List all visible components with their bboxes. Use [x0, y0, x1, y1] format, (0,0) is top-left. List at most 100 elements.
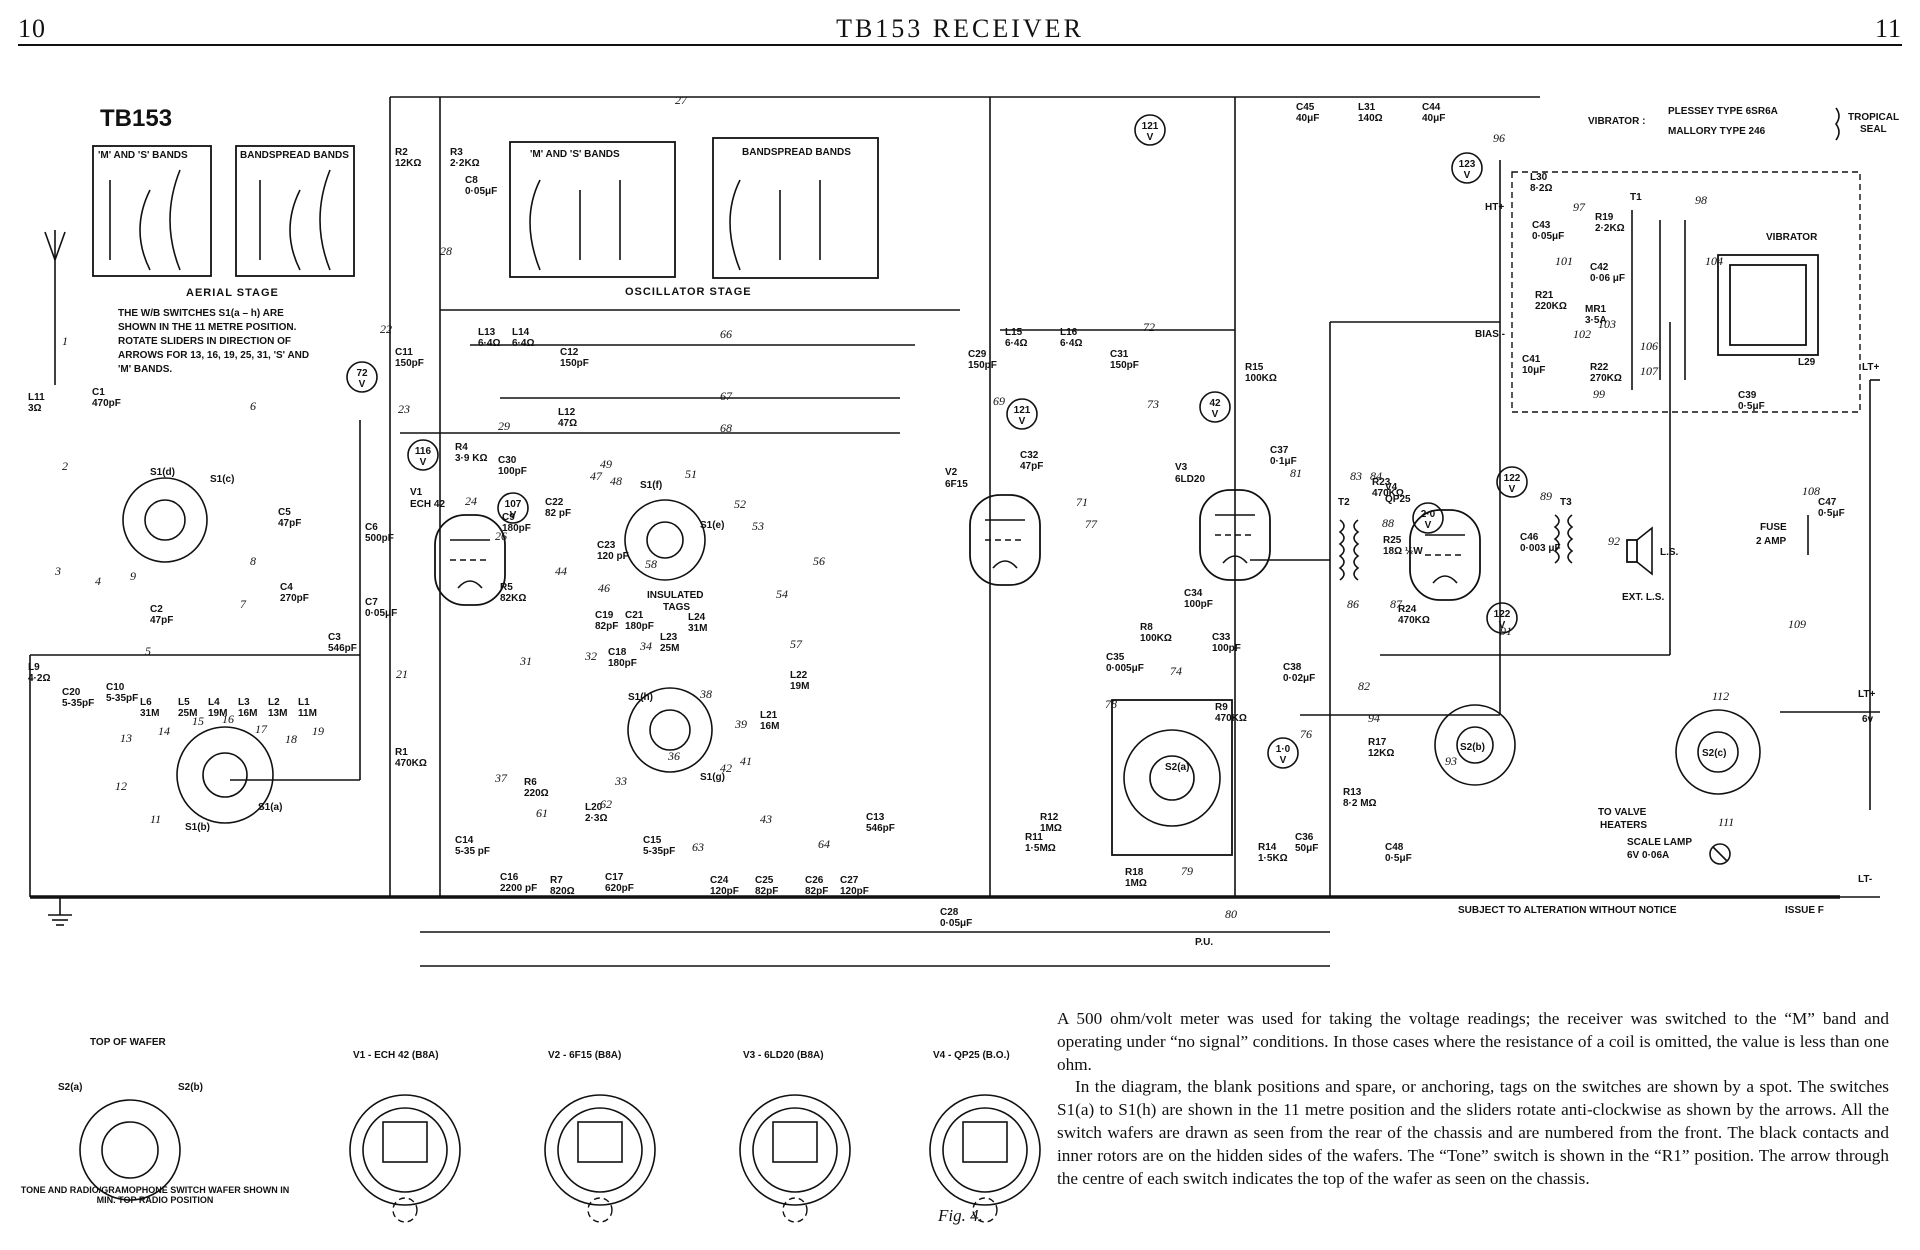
svg-text:470KΩ: 470KΩ: [1398, 615, 1430, 626]
wire-number: 22: [380, 322, 392, 336]
svg-text:S1(e): S1(e): [700, 520, 724, 531]
svg-text:TOP OF WAFER: TOP OF WAFER: [90, 1037, 167, 1048]
svg-text:R2: R2: [395, 147, 408, 158]
svg-text:L2: L2: [268, 697, 280, 708]
svg-text:C5: C5: [278, 507, 291, 518]
svg-text:180pF: 180pF: [502, 523, 531, 534]
svg-text:C47: C47: [1818, 497, 1837, 508]
svg-text:R3: R3: [450, 147, 463, 158]
svg-text:S1(b): S1(b): [185, 822, 210, 833]
loudspeaker-icon: L.S. EXT. L.S.: [1622, 526, 1679, 603]
chassis-ground-icon: [48, 897, 72, 926]
oscillator-stage-label: OSCILLATOR STAGE: [625, 286, 752, 298]
wire-number: 106: [1640, 339, 1658, 353]
svg-text:5-35pF: 5-35pF: [62, 698, 94, 709]
tropical-seal-label: TROPICAL: [1848, 112, 1899, 123]
svg-text:R14: R14: [1258, 842, 1277, 853]
svg-text:82pF: 82pF: [595, 621, 618, 632]
svg-text:82KΩ: 82KΩ: [500, 593, 526, 604]
switch-s2-c: S2(c): [1675, 709, 1761, 795]
svg-text:8·2Ω: 8·2Ω: [1530, 183, 1552, 194]
svg-text:R15: R15: [1245, 362, 1264, 373]
vibrator-unit: VIBRATOR: [1511, 171, 1861, 413]
svg-text:C21: C21: [625, 610, 644, 621]
svg-text:0·1μF: 0·1μF: [1270, 456, 1297, 467]
wire-number: 2: [62, 459, 68, 473]
wire-number: 72: [1143, 320, 1155, 334]
svg-text:R17: R17: [1368, 737, 1387, 748]
wire-number: 38: [699, 687, 712, 701]
wire-number: 53: [752, 519, 764, 533]
wire-number: 96: [1493, 131, 1505, 145]
svg-text:180pF: 180pF: [608, 658, 637, 669]
svg-text:C34: C34: [1184, 588, 1203, 599]
wire-number: 14: [158, 724, 170, 738]
svg-text:82 pF: 82 pF: [545, 508, 571, 519]
wire-number: 23: [398, 402, 410, 416]
wire-number: 43: [760, 812, 772, 826]
component-l29: L29: [1798, 357, 1816, 368]
lt-plus-label: LT+: [1862, 362, 1879, 373]
ht-plus-label: HT+: [1485, 202, 1504, 213]
svg-text:10μF: 10μF: [1522, 365, 1545, 376]
vibrator-label: VIBRATOR :: [1588, 116, 1645, 127]
insulated-tags-label: TAGS: [663, 602, 690, 613]
svg-text:2·0: 2·0: [1421, 509, 1436, 520]
lt-minus-label: LT-: [1858, 874, 1872, 885]
wire-number: 52: [734, 497, 746, 511]
svg-text:C7: C7: [365, 597, 378, 608]
vibrator-box-label: VIBRATOR: [1766, 232, 1818, 243]
svg-text:C44: C44: [1422, 102, 1441, 113]
svg-text:R11: R11: [1025, 832, 1043, 843]
svg-text:C36: C36: [1295, 832, 1314, 843]
svg-text:4·2Ω: 4·2Ω: [28, 673, 50, 684]
bias-label: BIAS -: [1475, 329, 1505, 340]
svg-text:116: 116: [415, 446, 432, 457]
svg-text:L9: L9: [28, 662, 40, 673]
rails: [29, 96, 1880, 967]
svg-text:0·5μF: 0·5μF: [1818, 508, 1845, 519]
svg-text:C27: C27: [840, 875, 859, 886]
wire-number: 112: [1712, 689, 1729, 703]
svg-text:C24: C24: [710, 875, 729, 886]
component-r4: R43·9 KΩ: [455, 442, 487, 464]
svg-text:82pF: 82pF: [805, 886, 828, 897]
inset-osc-bandspread: BANDSPREAD BANDS: [712, 137, 879, 279]
base-label: V1 - ECH 42 (B8A): [353, 1050, 439, 1061]
wire-number: 87: [1390, 597, 1403, 611]
svg-text:6·4Ω: 6·4Ω: [512, 338, 534, 349]
svg-text:100pF: 100pF: [1184, 599, 1213, 610]
wire-number: 51: [685, 467, 697, 481]
wire-number: 28: [440, 244, 452, 258]
svg-text:47Ω: 47Ω: [558, 418, 577, 429]
svg-text:S2(a): S2(a): [1165, 762, 1189, 773]
voltage-bubble: 42V: [1199, 391, 1231, 423]
svg-text:470KΩ: 470KΩ: [1372, 488, 1404, 499]
svg-text:3·9 KΩ: 3·9 KΩ: [455, 453, 487, 464]
wire-number: 4: [95, 574, 101, 588]
svg-text:V: V: [510, 510, 517, 521]
figure-label: Fig. 4.: [938, 1206, 983, 1225]
wire-number: 78: [1105, 697, 1117, 711]
svg-text:122: 122: [1504, 473, 1521, 484]
wire-number: 39: [734, 717, 747, 731]
svg-text:V: V: [1147, 132, 1154, 143]
switch-s1-d-c: S1(d) S1(c): [122, 467, 234, 563]
svg-text:100pF: 100pF: [498, 466, 527, 477]
svg-text:L20: L20: [585, 802, 603, 813]
note-line: THE W/B SWITCHES S1(a – h) ARE: [118, 308, 284, 319]
vibrator-type-2: MALLORY TYPE 246: [1668, 126, 1766, 137]
